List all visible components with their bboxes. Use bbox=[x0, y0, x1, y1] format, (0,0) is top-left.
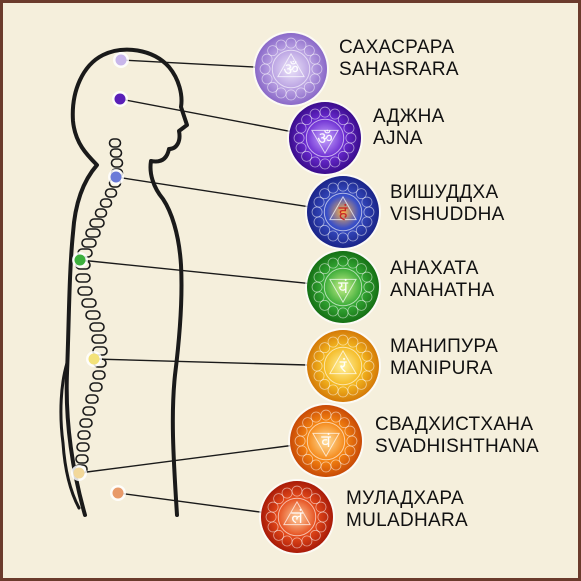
chakra-name-latin: ANAHATHA bbox=[390, 280, 495, 301]
chakra-disc: रं bbox=[305, 328, 381, 404]
vertebra bbox=[89, 382, 103, 392]
body-point bbox=[88, 353, 100, 365]
vertebra bbox=[81, 238, 97, 248]
chakra-disc: हं bbox=[305, 174, 381, 250]
connector-line bbox=[93, 358, 308, 366]
chakra-disc: ॐ bbox=[287, 100, 363, 176]
chakra-bija-glyph: वं bbox=[321, 432, 331, 452]
chakra-name-latin: MULADHARA bbox=[346, 510, 468, 531]
chakra-bija-glyph: ॐ bbox=[283, 60, 299, 80]
chakra-diagram: ॐ ॐ हं यं रं वं लं bbox=[59, 31, 381, 555]
vertebra bbox=[79, 418, 93, 428]
chakra-name-latin: SVADHISHTHANA bbox=[375, 436, 540, 457]
chakra-name-russian: ВИШУДДХА bbox=[390, 182, 499, 203]
chakra-bija-glyph: लं bbox=[291, 508, 303, 528]
chakra-name-russian: АДЖНА bbox=[373, 106, 445, 127]
connector-line bbox=[115, 176, 308, 208]
vertebra bbox=[89, 322, 105, 332]
vertebra bbox=[99, 198, 113, 208]
body-point bbox=[73, 467, 85, 479]
vertebra bbox=[75, 273, 91, 283]
chakra-name-russian: МУЛАДХАРА bbox=[346, 488, 465, 509]
vertebra bbox=[81, 298, 97, 308]
vertebra bbox=[75, 454, 89, 464]
chakra-disc: लं bbox=[259, 479, 335, 555]
vertebra bbox=[85, 394, 99, 404]
connector-line bbox=[79, 259, 308, 285]
connector-line bbox=[120, 59, 256, 68]
chakra-disc: ॐ bbox=[253, 31, 329, 107]
vertebra bbox=[82, 406, 96, 416]
body-point bbox=[112, 487, 124, 499]
chakra-name-russian: САХАСРАРА bbox=[339, 37, 455, 58]
body-point bbox=[115, 54, 127, 66]
chakra-bija-glyph: यं bbox=[338, 278, 349, 298]
vertebra bbox=[94, 208, 108, 218]
chakra-name-latin: AJNA bbox=[373, 128, 423, 149]
vertebra bbox=[104, 188, 118, 198]
body-point bbox=[74, 254, 86, 266]
vertebra bbox=[89, 218, 105, 228]
connector-lines bbox=[78, 59, 308, 513]
chakra-name-russian: СВАДХИСТХАНА bbox=[375, 414, 534, 435]
connector-line bbox=[119, 98, 290, 132]
chakra-name-latin: VISHUDDHA bbox=[390, 204, 505, 225]
vertebra bbox=[77, 286, 93, 296]
body-point bbox=[110, 171, 122, 183]
connector-line bbox=[78, 444, 291, 474]
chakra-name-latin: SAHASRARA bbox=[339, 59, 459, 80]
body-points bbox=[71, 52, 129, 501]
vertebra bbox=[77, 430, 91, 440]
connector-line bbox=[117, 492, 262, 513]
chakra-name-latin: MANIPURA bbox=[390, 358, 493, 379]
chakra-bija-glyph: रं bbox=[340, 357, 348, 377]
vertebra bbox=[92, 370, 106, 380]
chakra-disc: यं bbox=[305, 249, 381, 325]
vertebra bbox=[108, 138, 122, 148]
inner-outline bbox=[59, 361, 81, 510]
vertebra bbox=[76, 442, 90, 452]
chakra-disc: वं bbox=[288, 403, 364, 479]
vertebra bbox=[109, 148, 123, 158]
chakra-name-russian: АНАХАТА bbox=[390, 258, 479, 279]
body-point bbox=[114, 93, 126, 105]
vertebra bbox=[85, 228, 101, 238]
vertebra bbox=[91, 334, 107, 344]
vertebra bbox=[85, 310, 101, 320]
chakra-name-russian: МАНИПУРА bbox=[390, 336, 499, 357]
chakra-bija-glyph: हं bbox=[338, 203, 348, 223]
chakra-bija-glyph: ॐ bbox=[317, 129, 333, 149]
chakra-symbols: ॐ ॐ हं यं रं वं लं bbox=[253, 31, 381, 555]
vertebra bbox=[110, 158, 124, 168]
